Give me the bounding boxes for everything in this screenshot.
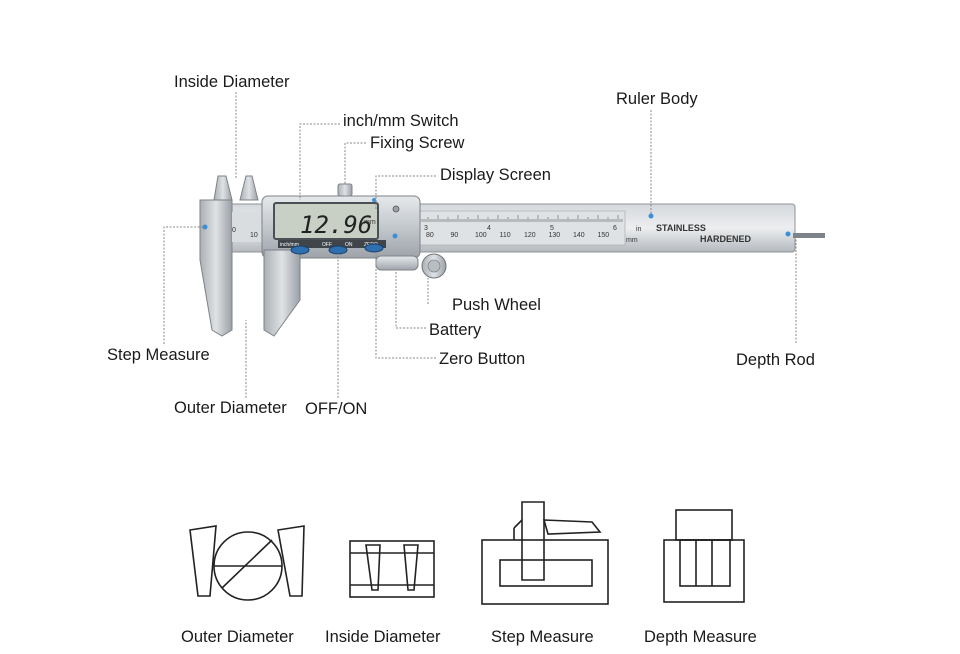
inch-tick-label: 4 xyxy=(487,225,491,232)
label-zero-button: Zero Button xyxy=(439,350,525,368)
label-inside-diameter: Inside Diameter xyxy=(174,73,290,91)
inside-jaw-fixed xyxy=(213,175,233,201)
label-off-on: OFF/ON xyxy=(305,400,367,418)
mode-captions: Outer Diameter Inside Diameter Step Meas… xyxy=(181,628,757,646)
unit-in-label: in xyxy=(636,226,642,233)
mm-tick-label: 100 xyxy=(475,232,487,239)
label-battery: Battery xyxy=(429,321,482,339)
jaw-tick-10: 10 xyxy=(250,232,258,239)
stamp-hardened: HARDENED xyxy=(700,234,752,244)
label-step-measure: Step Measure xyxy=(107,346,210,364)
part-labels: Inside Diameter inch/mm Switch Fixing Sc… xyxy=(107,73,815,418)
label-fixing-screw: Fixing Screw xyxy=(370,134,465,152)
mm-tick-label: 110 xyxy=(500,232,511,239)
mm-tick-label: 150 xyxy=(598,232,610,239)
btn-label-on: ON xyxy=(345,242,353,248)
inside-diameter-pictogram xyxy=(349,540,435,598)
label-depth-rod: Depth Rod xyxy=(736,351,815,369)
depth-rod xyxy=(793,233,825,238)
step-measure-pictogram xyxy=(481,501,609,605)
btn-label-inch-mm: inch/mm xyxy=(280,242,299,248)
mm-tick-label: 120 xyxy=(524,232,536,239)
display-value: 12.96 xyxy=(300,211,372,239)
inch-mm-button[interactable] xyxy=(290,245,310,255)
label-push-wheel: Push Wheel xyxy=(452,296,541,314)
mm-tick-label: 90 xyxy=(451,232,459,239)
stamp-stainless: STAINLESS xyxy=(656,223,706,233)
label-outer-diameter: Outer Diameter xyxy=(174,399,287,417)
mm-tick-label: 140 xyxy=(573,232,585,239)
inch-tick-label: 3 xyxy=(424,225,428,232)
inch-tick-label: 5 xyxy=(550,225,554,232)
inside-jaw-moving xyxy=(239,175,259,201)
moving-jaw xyxy=(263,249,301,337)
caption-step-measure: Step Measure xyxy=(491,628,594,646)
depth-measure-pictogram xyxy=(663,509,745,603)
mm-tick-label: 130 xyxy=(549,232,561,239)
label-ruler-body: Ruler Body xyxy=(616,90,698,108)
fixing-screw[interactable] xyxy=(337,183,353,197)
zero-button[interactable] xyxy=(364,243,384,253)
leader-lines xyxy=(163,92,797,398)
label-inch-mm-switch: inch/mm Switch xyxy=(343,112,459,130)
display-unit: mm xyxy=(364,219,376,226)
btn-label-off: OFF xyxy=(322,242,332,248)
display-screen xyxy=(273,202,379,240)
fixed-jaw xyxy=(199,199,233,337)
caption-inside-diameter: Inside Diameter xyxy=(325,628,441,646)
label-display-screen: Display Screen xyxy=(440,166,551,184)
unit-mm-label: mm xyxy=(626,237,638,244)
mm-tick-label: 80 xyxy=(426,232,434,239)
outer-diameter-pictogram xyxy=(189,525,305,601)
ruler-scale: 80 90 100 110 120 130 140 150 3 4 5 6 xyxy=(417,215,623,239)
battery-cover xyxy=(375,255,419,271)
off-on-button[interactable] xyxy=(328,245,348,255)
caption-depth-measure: Depth Measure xyxy=(644,628,757,646)
caption-outer-diameter: Outer Diameter xyxy=(181,628,294,646)
mode-pictograms xyxy=(189,501,745,605)
inch-tick-label: 6 xyxy=(613,225,617,232)
jaw-tick-0: 0 xyxy=(232,227,236,234)
